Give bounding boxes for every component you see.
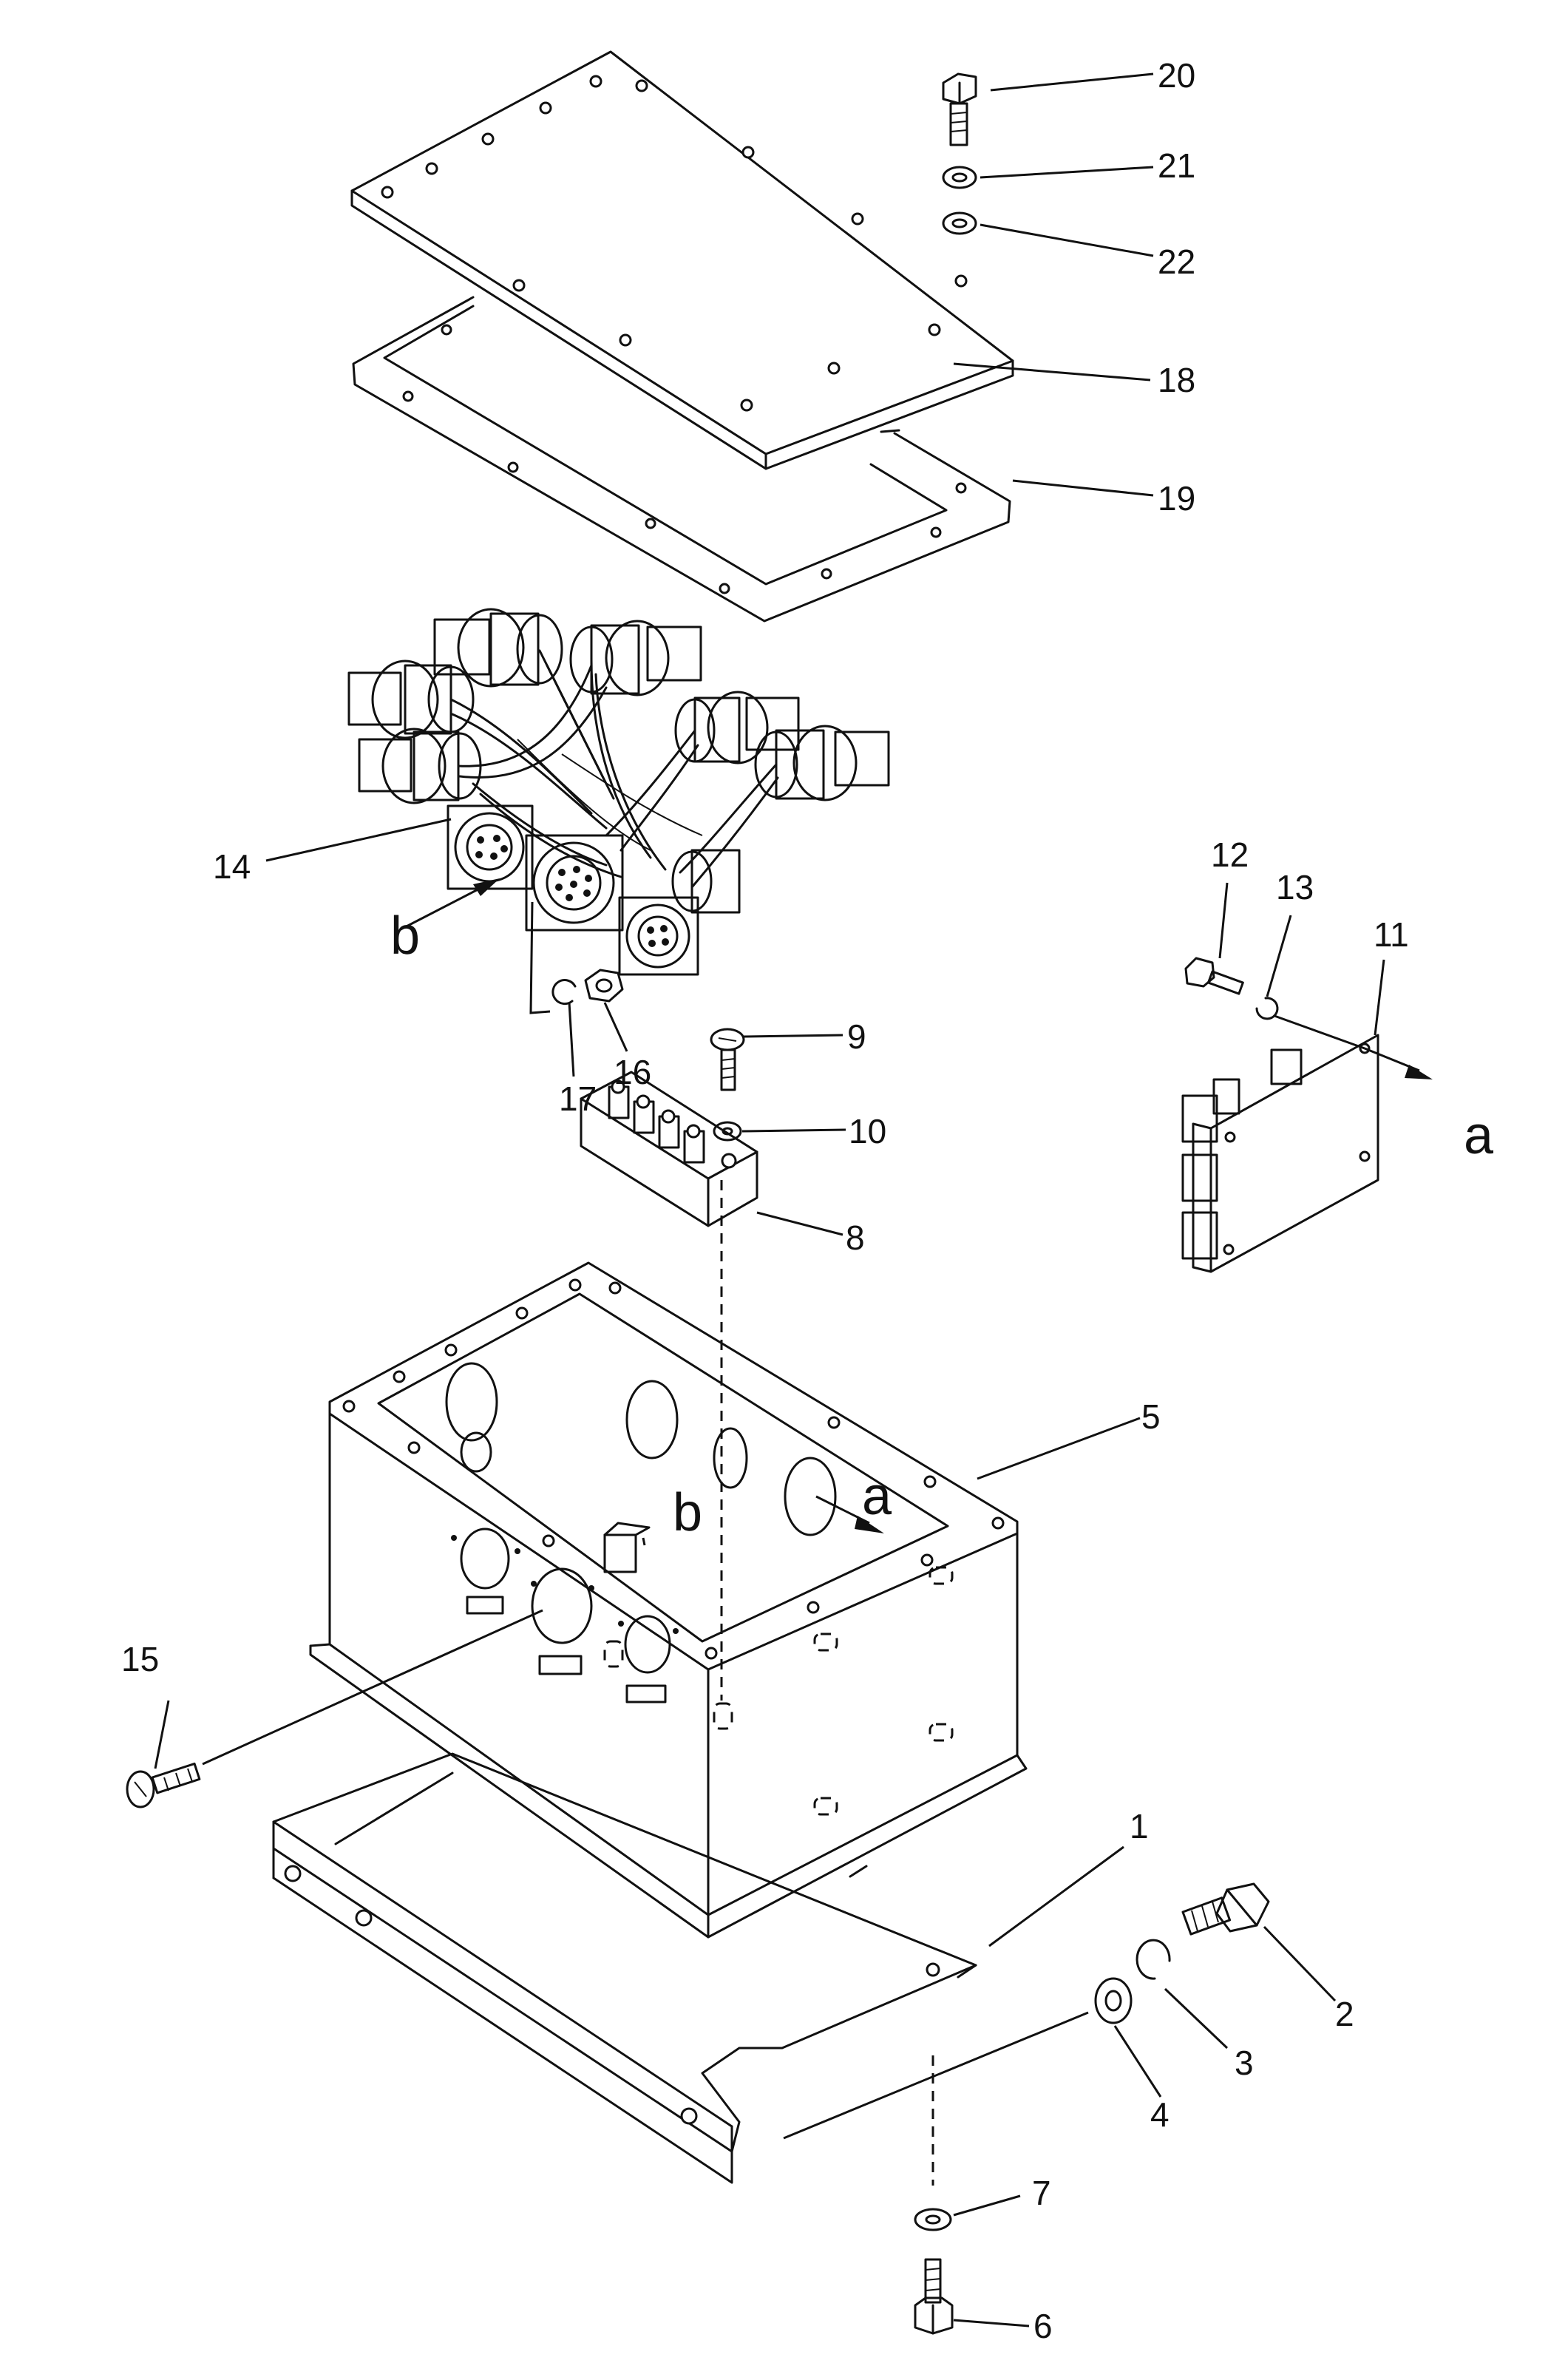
connector-front-4: [671, 849, 741, 914]
callout-10: 10: [849, 1112, 886, 1150]
terminal-block-8: [580, 1071, 758, 1227]
bolt-20: [942, 72, 977, 146]
bracket-1: [272, 1752, 977, 2184]
lock-washer-10: [713, 1121, 742, 1142]
callout-12: 12: [1211, 835, 1249, 874]
callout-20: 20: [1158, 56, 1195, 95]
callout-17: 17: [559, 1079, 597, 1118]
screw-9: [710, 1028, 745, 1091]
washer-22: [942, 211, 977, 235]
callout-8: 8: [846, 1218, 865, 1257]
callout-15: 15: [121, 1640, 159, 1678]
bolt-12: [1184, 957, 1244, 995]
cover-plate-18: [350, 50, 1014, 470]
lock-washer-7: [914, 2208, 952, 2231]
callout-1: 1: [1130, 1807, 1149, 1845]
connector-front-2: [525, 834, 624, 932]
fastener-line-11: [1274, 1014, 1365, 1050]
callout-5: 5: [1141, 1397, 1161, 1436]
view-marker-b-box: b: [673, 1483, 702, 1542]
callout-16: 16: [614, 1053, 651, 1091]
arrow-a-right: [1405, 1065, 1433, 1079]
nut-16: [584, 969, 624, 1003]
callout-14: 14: [213, 847, 251, 886]
bolt-2: [1181, 1882, 1270, 1936]
b-pointer: [642, 1537, 646, 1546]
lock-washer-13: [1255, 997, 1279, 1020]
wire-bundle: [449, 649, 779, 889]
callout-18: 18: [1158, 361, 1195, 399]
connector-back-2: [433, 608, 563, 688]
leader-lines: [265, 72, 1385, 2328]
case-box-5: [309, 1261, 1028, 1939]
connector-back-3: [569, 620, 702, 696]
view-markers: b a b a: [390, 906, 1494, 1542]
lock-washer-3: [1135, 1939, 1171, 1980]
callout-2: 2: [1335, 1995, 1354, 2033]
washer-21: [942, 166, 977, 189]
screw-15-line: [202, 1609, 543, 1766]
bolt-2-line: [783, 2011, 1089, 2140]
bolt-6: [914, 2258, 954, 2335]
arrow-a-box: [855, 1516, 884, 1533]
callout-13: 13: [1276, 868, 1314, 906]
callout-22: 22: [1158, 243, 1195, 281]
connector-back-4: [674, 691, 800, 764]
washer-17: [551, 979, 577, 1006]
callout-7: 7: [1032, 2174, 1051, 2212]
controller-11: [1181, 1034, 1379, 1273]
view-marker-a-box: a: [862, 1467, 892, 1526]
callout-3: 3: [1235, 2044, 1254, 2082]
leader-15: [154, 1700, 170, 1769]
screw-15: [126, 1762, 201, 1808]
gasket-19: [352, 296, 1011, 623]
callout-19: 19: [1158, 479, 1195, 518]
callout-6: 6: [1033, 2307, 1053, 2345]
connector-mid-2: [754, 725, 890, 801]
wiring-harness-14: [347, 608, 890, 1014]
callout-11: 11: [1374, 915, 1409, 954]
callout-9: 9: [847, 1017, 866, 1056]
callout-4: 4: [1150, 2095, 1170, 2134]
flat-washer-4: [1094, 1977, 1133, 2024]
connector-back-1: [347, 660, 475, 739]
callout-labels: 20 21 22 18 19 14 12 13 11 9 10 8 16 17 …: [121, 56, 1409, 2345]
callout-21: 21: [1158, 146, 1195, 185]
view-marker-b-left: b: [390, 906, 420, 966]
view-marker-a-right: a: [1464, 1106, 1494, 1165]
connector-front-3: [618, 896, 699, 976]
